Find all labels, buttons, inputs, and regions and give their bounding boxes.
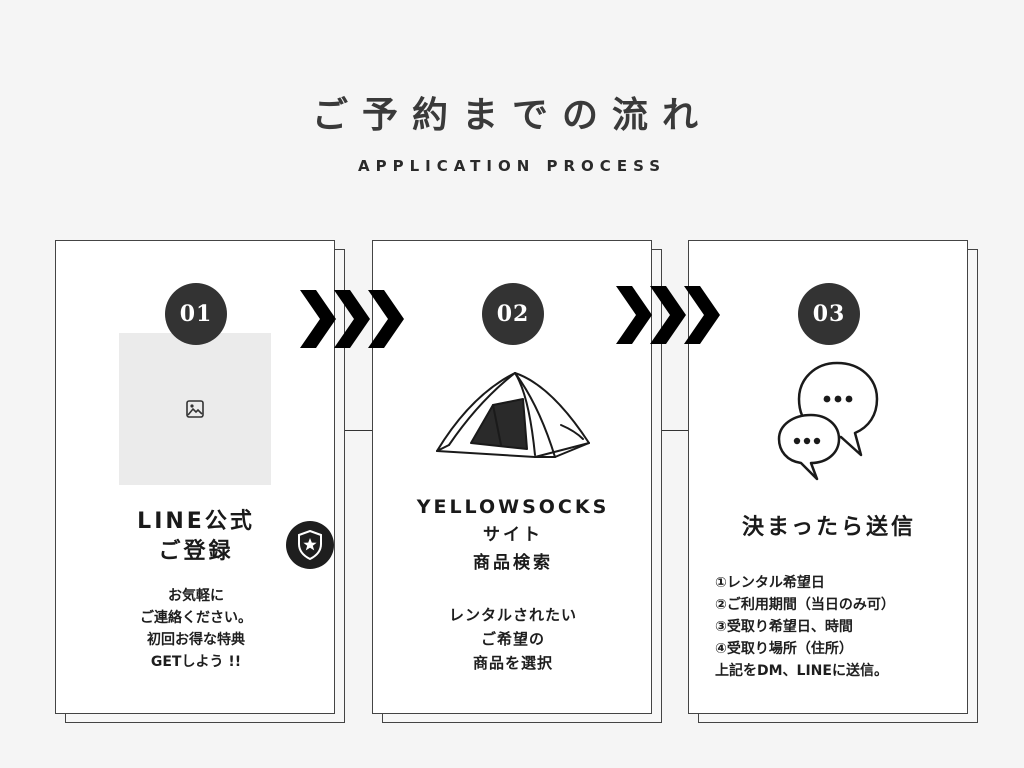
step-body-2-line-3: 商品を選択 bbox=[472, 654, 553, 672]
step-body-3-line-5: 上記をDM、LINEに送信。 bbox=[715, 663, 888, 679]
step-number-badge-2: 02 bbox=[482, 283, 544, 345]
step-body-3-line-1: ①レンタル希望日 bbox=[715, 575, 825, 591]
step-number-badge-1: 01 bbox=[165, 283, 227, 345]
step-card-3: 03 決まったら送信 ①レンタル希望日 ②ご利用期間（当日のみ可） ③受取り希望… bbox=[688, 240, 968, 714]
step-heading-1: LINE公式 ご登録 bbox=[56, 507, 336, 566]
step-heading-3: 決まったら送信 bbox=[689, 513, 969, 543]
step-body-1-line-1: お気軽に bbox=[168, 588, 224, 604]
step-heading-1-line-1: LINE公式 bbox=[137, 509, 255, 534]
step-number-badge-3: 03 bbox=[798, 283, 860, 345]
connector-line-2 bbox=[651, 430, 690, 431]
step-body-3-line-3: ③受取り希望日、時間 bbox=[715, 619, 853, 635]
step-card-2: 02 YELLOWSOCKS サイト 商品検索 レンタルされたい ご希望の 商品… bbox=[372, 240, 652, 714]
chevron-right-icon bbox=[368, 290, 404, 348]
page-subtitle: APPLICATION PROCESS bbox=[357, 157, 666, 175]
step-body-1-line-3: 初回お得な特典 bbox=[147, 632, 245, 648]
line-image-placeholder bbox=[119, 333, 334, 569]
page-title: ご予約までの流れ bbox=[311, 95, 712, 136]
image-icon bbox=[186, 400, 204, 418]
step-body-1-line-4: GETしよう !! bbox=[150, 654, 242, 670]
step-body-2: レンタルされたい ご希望の 商品を選択 bbox=[373, 603, 653, 675]
chevron-right-icon bbox=[334, 290, 370, 348]
chevron-right-icon bbox=[684, 286, 720, 344]
step-body-2-line-2: ご希望の bbox=[480, 630, 545, 648]
chevron-right-icon-group-2 bbox=[616, 286, 720, 344]
chevron-right-icon bbox=[300, 290, 336, 348]
step-heading-2-line-2: サイト bbox=[483, 525, 543, 545]
step-body-2-line-1: レンタルされたい bbox=[448, 606, 577, 624]
chat-bubbles-icon bbox=[777, 361, 879, 481]
tent-icon bbox=[436, 372, 590, 458]
step-heading-3-line-1: 決まったら送信 bbox=[741, 515, 917, 540]
step-card-1: 01 LINE公式 ご登録 お気軽に ご連絡ください。 初回お得な特典 GETし… bbox=[55, 240, 335, 714]
shield-star-icon bbox=[298, 530, 322, 560]
step-body-3: ①レンタル希望日 ②ご利用期間（当日のみ可） ③受取り希望日、時間 ④受取り場所… bbox=[715, 572, 965, 682]
step-body-1-line-2: ご連絡ください。 bbox=[140, 610, 252, 626]
step-heading-1-line-2: ご登録 bbox=[158, 538, 234, 564]
step-body-1: お気軽に ご連絡ください。 初回お得な特典 GETしよう !! bbox=[56, 585, 336, 673]
step-body-3-line-2: ②ご利用期間（当日のみ可） bbox=[715, 597, 895, 613]
connector-line-1 bbox=[334, 430, 373, 431]
chevron-right-icon bbox=[616, 286, 652, 344]
step-heading-2: YELLOWSOCKS サイト 商品検索 bbox=[373, 493, 653, 577]
step-heading-2-line-1: YELLOWSOCKS bbox=[416, 496, 610, 518]
chevron-right-icon bbox=[650, 286, 686, 344]
chevron-right-icon-group-1 bbox=[300, 290, 404, 348]
step-heading-2-line-3: 商品検索 bbox=[473, 553, 553, 573]
step-body-3-line-4: ④受取り場所（住所） bbox=[715, 641, 853, 657]
